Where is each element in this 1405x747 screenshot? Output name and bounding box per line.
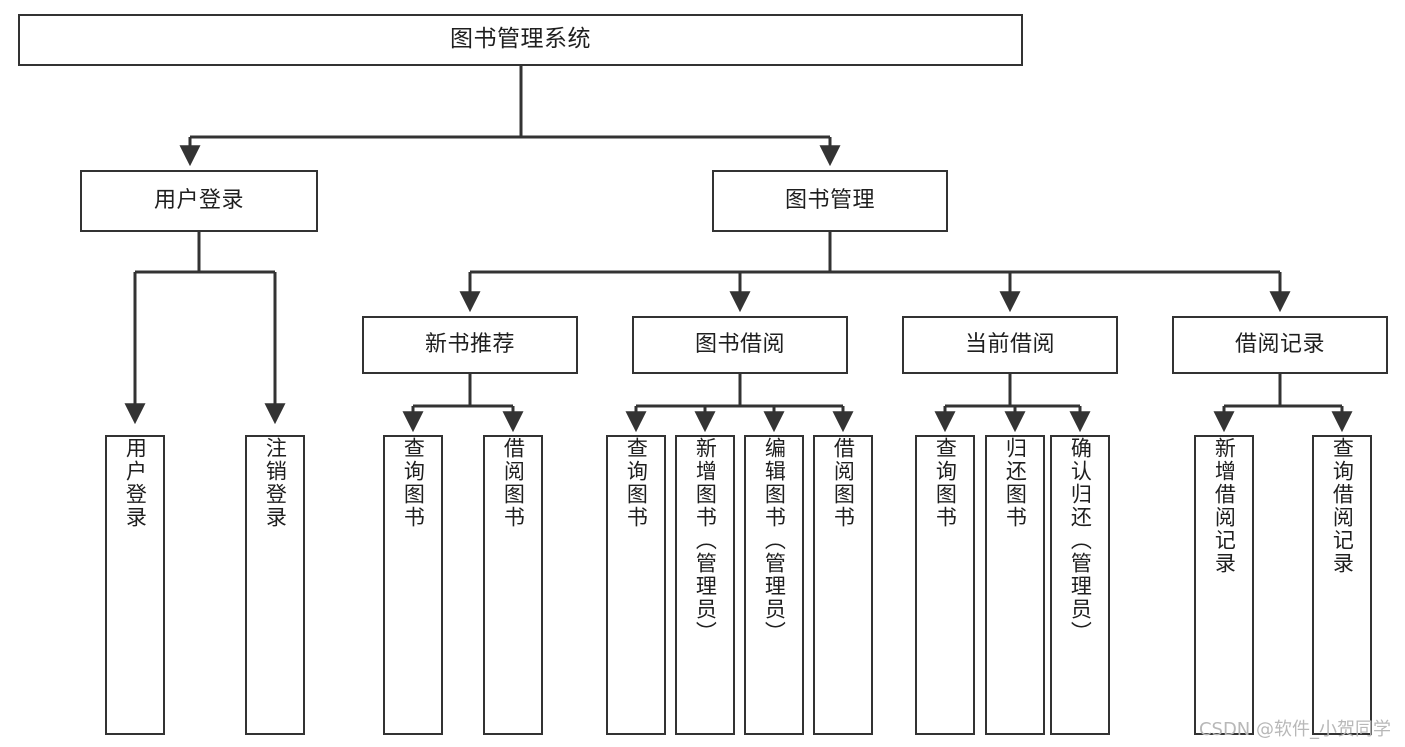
node-borrow-record[interactable]: 借阅记录 [1172, 316, 1388, 374]
node-borrow-record-label: 借阅记录 [1234, 331, 1325, 357]
node-leaf-user-login[interactable]: 用户登录 [105, 435, 165, 735]
node-root-label: 图书管理系统 [450, 26, 591, 53]
node-leaf-add-book-label: 新增图书（管理员） [693, 437, 718, 644]
node-book-manage-label: 图书管理 [784, 187, 875, 213]
node-leaf-query-record[interactable]: 查询借阅记录 [1312, 435, 1372, 735]
node-new-book-recommend-label: 新书推荐 [424, 331, 515, 357]
node-leaf-edit-book-label: 编辑图书（管理员） [762, 437, 787, 644]
node-book-borrow-label: 图书借阅 [694, 331, 785, 357]
node-leaf-edit-book[interactable]: 编辑图书（管理员） [744, 435, 804, 735]
node-leaf-add-record-label: 新增借阅记录 [1212, 437, 1237, 575]
node-user-login-label: 用户登录 [153, 187, 244, 213]
node-leaf-user-login-label: 用户登录 [123, 437, 148, 529]
node-leaf-return-book[interactable]: 归还图书 [985, 435, 1045, 735]
node-leaf-borrow-book-1-label: 借阅图书 [501, 437, 526, 529]
node-leaf-return-book-label: 归还图书 [1003, 437, 1028, 529]
node-current-borrow-label: 当前借阅 [964, 331, 1055, 357]
node-book-borrow[interactable]: 图书借阅 [632, 316, 848, 374]
node-user-login[interactable]: 用户登录 [80, 170, 318, 232]
node-root[interactable]: 图书管理系统 [18, 14, 1023, 66]
node-leaf-borrow-book-2-label: 借阅图书 [831, 437, 856, 529]
node-leaf-query-book-1-label: 查询图书 [401, 437, 426, 529]
node-book-manage[interactable]: 图书管理 [712, 170, 948, 232]
node-leaf-query-book-2-label: 查询图书 [624, 437, 649, 529]
node-leaf-add-book[interactable]: 新增图书（管理员） [675, 435, 735, 735]
node-new-book-recommend[interactable]: 新书推荐 [362, 316, 578, 374]
node-leaf-user-logout[interactable]: 注销登录 [245, 435, 305, 735]
node-leaf-query-book-3[interactable]: 查询图书 [915, 435, 975, 735]
node-leaf-add-record[interactable]: 新增借阅记录 [1194, 435, 1254, 735]
node-leaf-query-book-2[interactable]: 查询图书 [606, 435, 666, 735]
node-leaf-user-logout-label: 注销登录 [263, 437, 288, 529]
node-leaf-query-book-1[interactable]: 查询图书 [383, 435, 443, 735]
node-current-borrow[interactable]: 当前借阅 [902, 316, 1118, 374]
node-leaf-query-record-label: 查询借阅记录 [1330, 437, 1355, 575]
node-leaf-borrow-book-1[interactable]: 借阅图书 [483, 435, 543, 735]
watermark: CSDN @软件_小贺同学 [1198, 719, 1391, 740]
node-leaf-confirm-return[interactable]: 确认归还（管理员） [1050, 435, 1110, 735]
node-leaf-query-book-3-label: 查询图书 [933, 437, 958, 529]
node-leaf-borrow-book-2[interactable]: 借阅图书 [813, 435, 873, 735]
node-leaf-confirm-return-label: 确认归还（管理员） [1068, 437, 1093, 644]
